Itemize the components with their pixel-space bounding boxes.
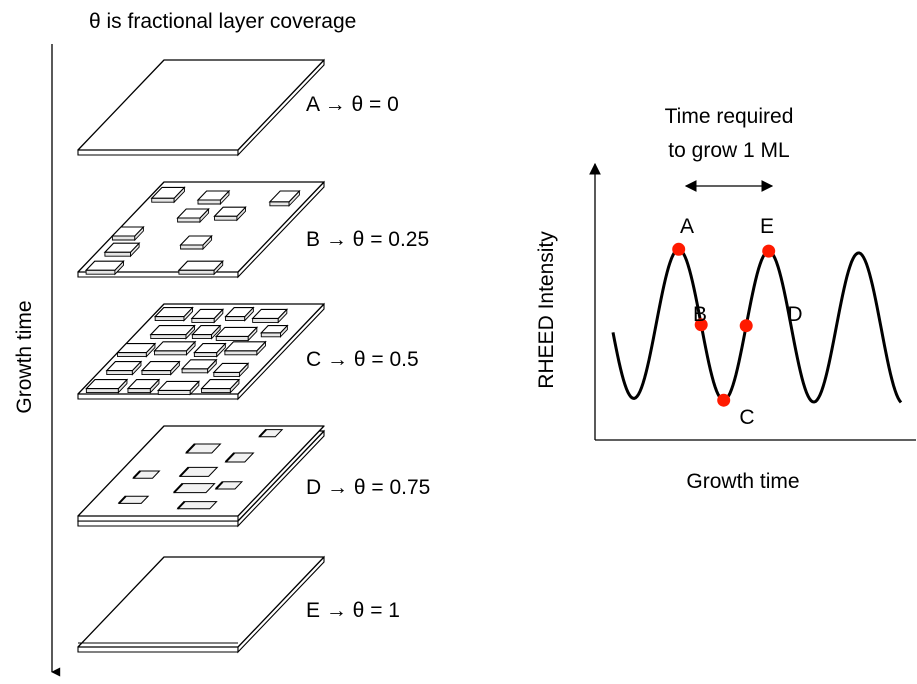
stage-label-e: E → θ = 1 [306,599,400,622]
stage-label-d: D → θ = 0.75 [306,476,430,499]
layer-stages [77,58,325,654]
layer-stage-b [77,180,325,279]
point-label-a: A [680,215,694,238]
growth-time-label: Growth time [13,300,36,413]
layer-stage-a [77,58,325,157]
point-label-e: E [760,215,774,238]
rheed-point-b [694,318,708,332]
coverage-definition: θ is fractional layer coverage [89,10,356,33]
rheed-point-a [672,242,686,256]
point-label-d: D [787,303,802,326]
layer-stage-d [77,425,325,528]
stage-label-b: B → θ = 0.25 [306,228,429,251]
point-label-c: C [739,406,754,429]
layer-stage-e [77,555,325,654]
period-note-line1: Time required [665,105,794,128]
rheed-oscillation-curve [611,247,903,404]
rheed-point-e [762,244,776,258]
point-label-b: B [693,303,707,326]
plot-x-label: Growth time [686,470,799,493]
rheed-point-d [739,319,753,333]
rheed-plot: Time required to grow 1 ML RHEED Intensi… [535,105,916,493]
layer-stage-c [77,302,325,401]
stage-label-c: C → θ = 0.5 [306,348,419,371]
stage-label-a: A → θ = 0 [306,93,399,116]
rheed-point-c [717,393,731,407]
period-note-line2: to grow 1 ML [668,139,789,162]
plot-y-label: RHEED Intensity [535,231,558,389]
